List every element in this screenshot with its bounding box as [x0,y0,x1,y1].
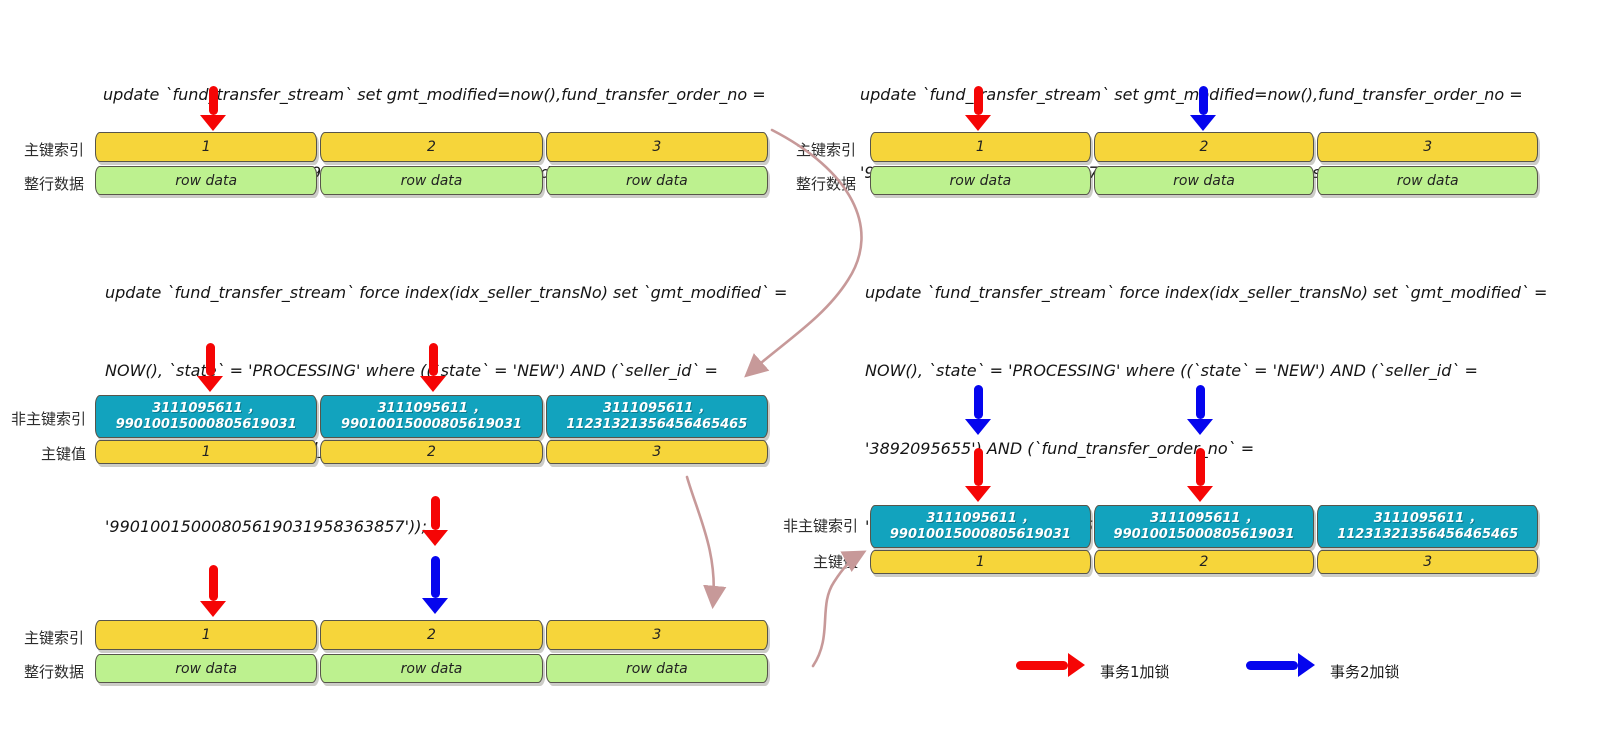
legend-tx1-arrow-icon [1016,653,1085,677]
tx1-lock-arrow [422,496,448,546]
label-pk-index: 主键索引 [795,141,856,159]
sec-value-line2: 99010015000805619031 [889,526,1071,542]
ml-pkvalue-row: 1 2 3 [95,440,768,464]
sec-value-line1: 3111095611 ， [926,510,1035,526]
tl-pk-row: 1 2 3 [95,132,768,162]
sec-value-line1: 3111095611 ， [377,400,486,416]
sec-value-line1: 3111095611 ， [1150,510,1258,526]
ml-sec-row: 3111095611 ， 99010015000805619031 311109… [95,395,768,438]
sql-line: NOW(), `state` = 'PROCESSING' where ((`s… [865,361,1478,380]
sec-index-cell: 3111095611 ， 99010015000805619031 [1093,505,1315,548]
label-pk-value: 主键值 [812,553,858,571]
rowdata-cell: row data [95,166,318,195]
sql-line: '3892095655') AND (`fund_transfer_order_… [865,439,1255,458]
tx2-lock-arrow [1187,385,1213,435]
sec-index-cell: 3111095611 ， 11231321356456465465 [1317,505,1539,548]
r-sec-row: 3111095611 ， 99010015000805619031 311109… [870,505,1539,548]
tx1-lock-arrow [965,448,991,502]
rowdata-cell: row data [320,654,543,683]
label-pk-index: 主键索引 [23,629,84,647]
pk-cell: 3 [545,620,768,650]
sql-line: update `fund_transfer_stream` force inde… [105,283,788,302]
tx1-lock-arrow [197,343,223,392]
pk-cell: 1 [870,132,1091,162]
sql-line: '99010015000805619031958363857')); [105,517,427,536]
rowdata-cell: row data [545,166,768,195]
sql-line: update `fund_transfer_stream` force inde… [865,283,1548,302]
label-row-data: 整行数据 [23,175,84,193]
label-pk-index: 主键索引 [23,141,84,159]
pk-cell: 3 [1317,132,1539,162]
pk-value-cell: 2 [1093,550,1315,574]
legend-tx2-label: 事务2加锁 [1330,663,1400,681]
label-pk-value: 主键值 [40,445,86,463]
sec-value-line2: 99010015000805619031 [115,416,297,432]
sec-index-cell: 3111095611 ， 99010015000805619031 [870,505,1091,548]
sec-value-line2: 11231321356456465465 [566,416,748,432]
pk-cell: 2 [320,132,543,162]
label-sec-index: 非主键索引 [782,517,858,535]
tx1-lock-arrow [965,86,991,131]
rowdata-cell: row data [95,654,318,683]
tr-rowdata-row: row data row data row data [870,166,1539,195]
tl-rowdata-row: row data row data row data [95,166,768,195]
sec-value-line1: 3111095611 ， [1373,510,1482,526]
legend-tx1-label: 事务1加锁 [1100,663,1170,681]
tx1-lock-arrow [200,565,226,617]
sec-value-line2: 99010015000805619031 [1113,526,1295,542]
pk-cell: 2 [1093,132,1315,162]
pk-value-cell: 3 [1317,550,1539,574]
sql-line: update `fund_transfer_stream` set gmt_mo… [860,85,1523,104]
legend-tx2-arrow-icon [1246,653,1315,677]
label-row-data: 整行数据 [795,175,856,193]
tx2-lock-arrow [965,385,991,435]
label-row-data: 整行数据 [23,663,84,681]
tx2-lock-arrow [1190,86,1216,131]
pk-cell: 1 [95,132,318,162]
rowdata-cell: row data [320,166,543,195]
sec-value-line2: 11231321356456465465 [1337,526,1519,542]
pk-value-cell: 3 [545,440,768,464]
pk-cell: 1 [95,620,318,650]
pk-cell: 2 [320,620,543,650]
sec-value-line1: 3111095611 ， [152,400,261,416]
rowdata-cell: row data [545,654,768,683]
sec-index-cell: 3111095611 ， 11231321356456465465 [545,395,768,438]
pk-value-cell: 1 [95,440,318,464]
sec-value-line2: 99010015000805619031 [341,416,522,432]
pk-value-cell: 2 [320,440,543,464]
rowdata-cell: row data [1093,166,1315,195]
pk-cell: 3 [545,132,768,162]
rowdata-cell: row data [870,166,1091,195]
tx2-lock-arrow [422,556,448,614]
bl-pk-row: 1 2 3 [95,620,768,650]
label-sec-index: 非主键索引 [10,410,86,428]
r-pkvalue-row: 1 2 3 [870,550,1539,574]
pk-value-cell: 1 [870,550,1091,574]
sec-index-cell: 3111095611 ， 99010015000805619031 [320,395,543,438]
tr-pk-row: 1 2 3 [870,132,1539,162]
tx1-lock-arrow [420,343,446,392]
tx1-lock-arrow [1187,448,1213,502]
rowdata-cell: row data [1317,166,1539,195]
sec-value-line1: 3111095611 ， [602,400,711,416]
bl-rowdata-row: row data row data row data [95,654,768,683]
tx1-lock-arrow [200,86,226,131]
sec-index-cell: 3111095611 ， 99010015000805619031 [95,395,318,438]
